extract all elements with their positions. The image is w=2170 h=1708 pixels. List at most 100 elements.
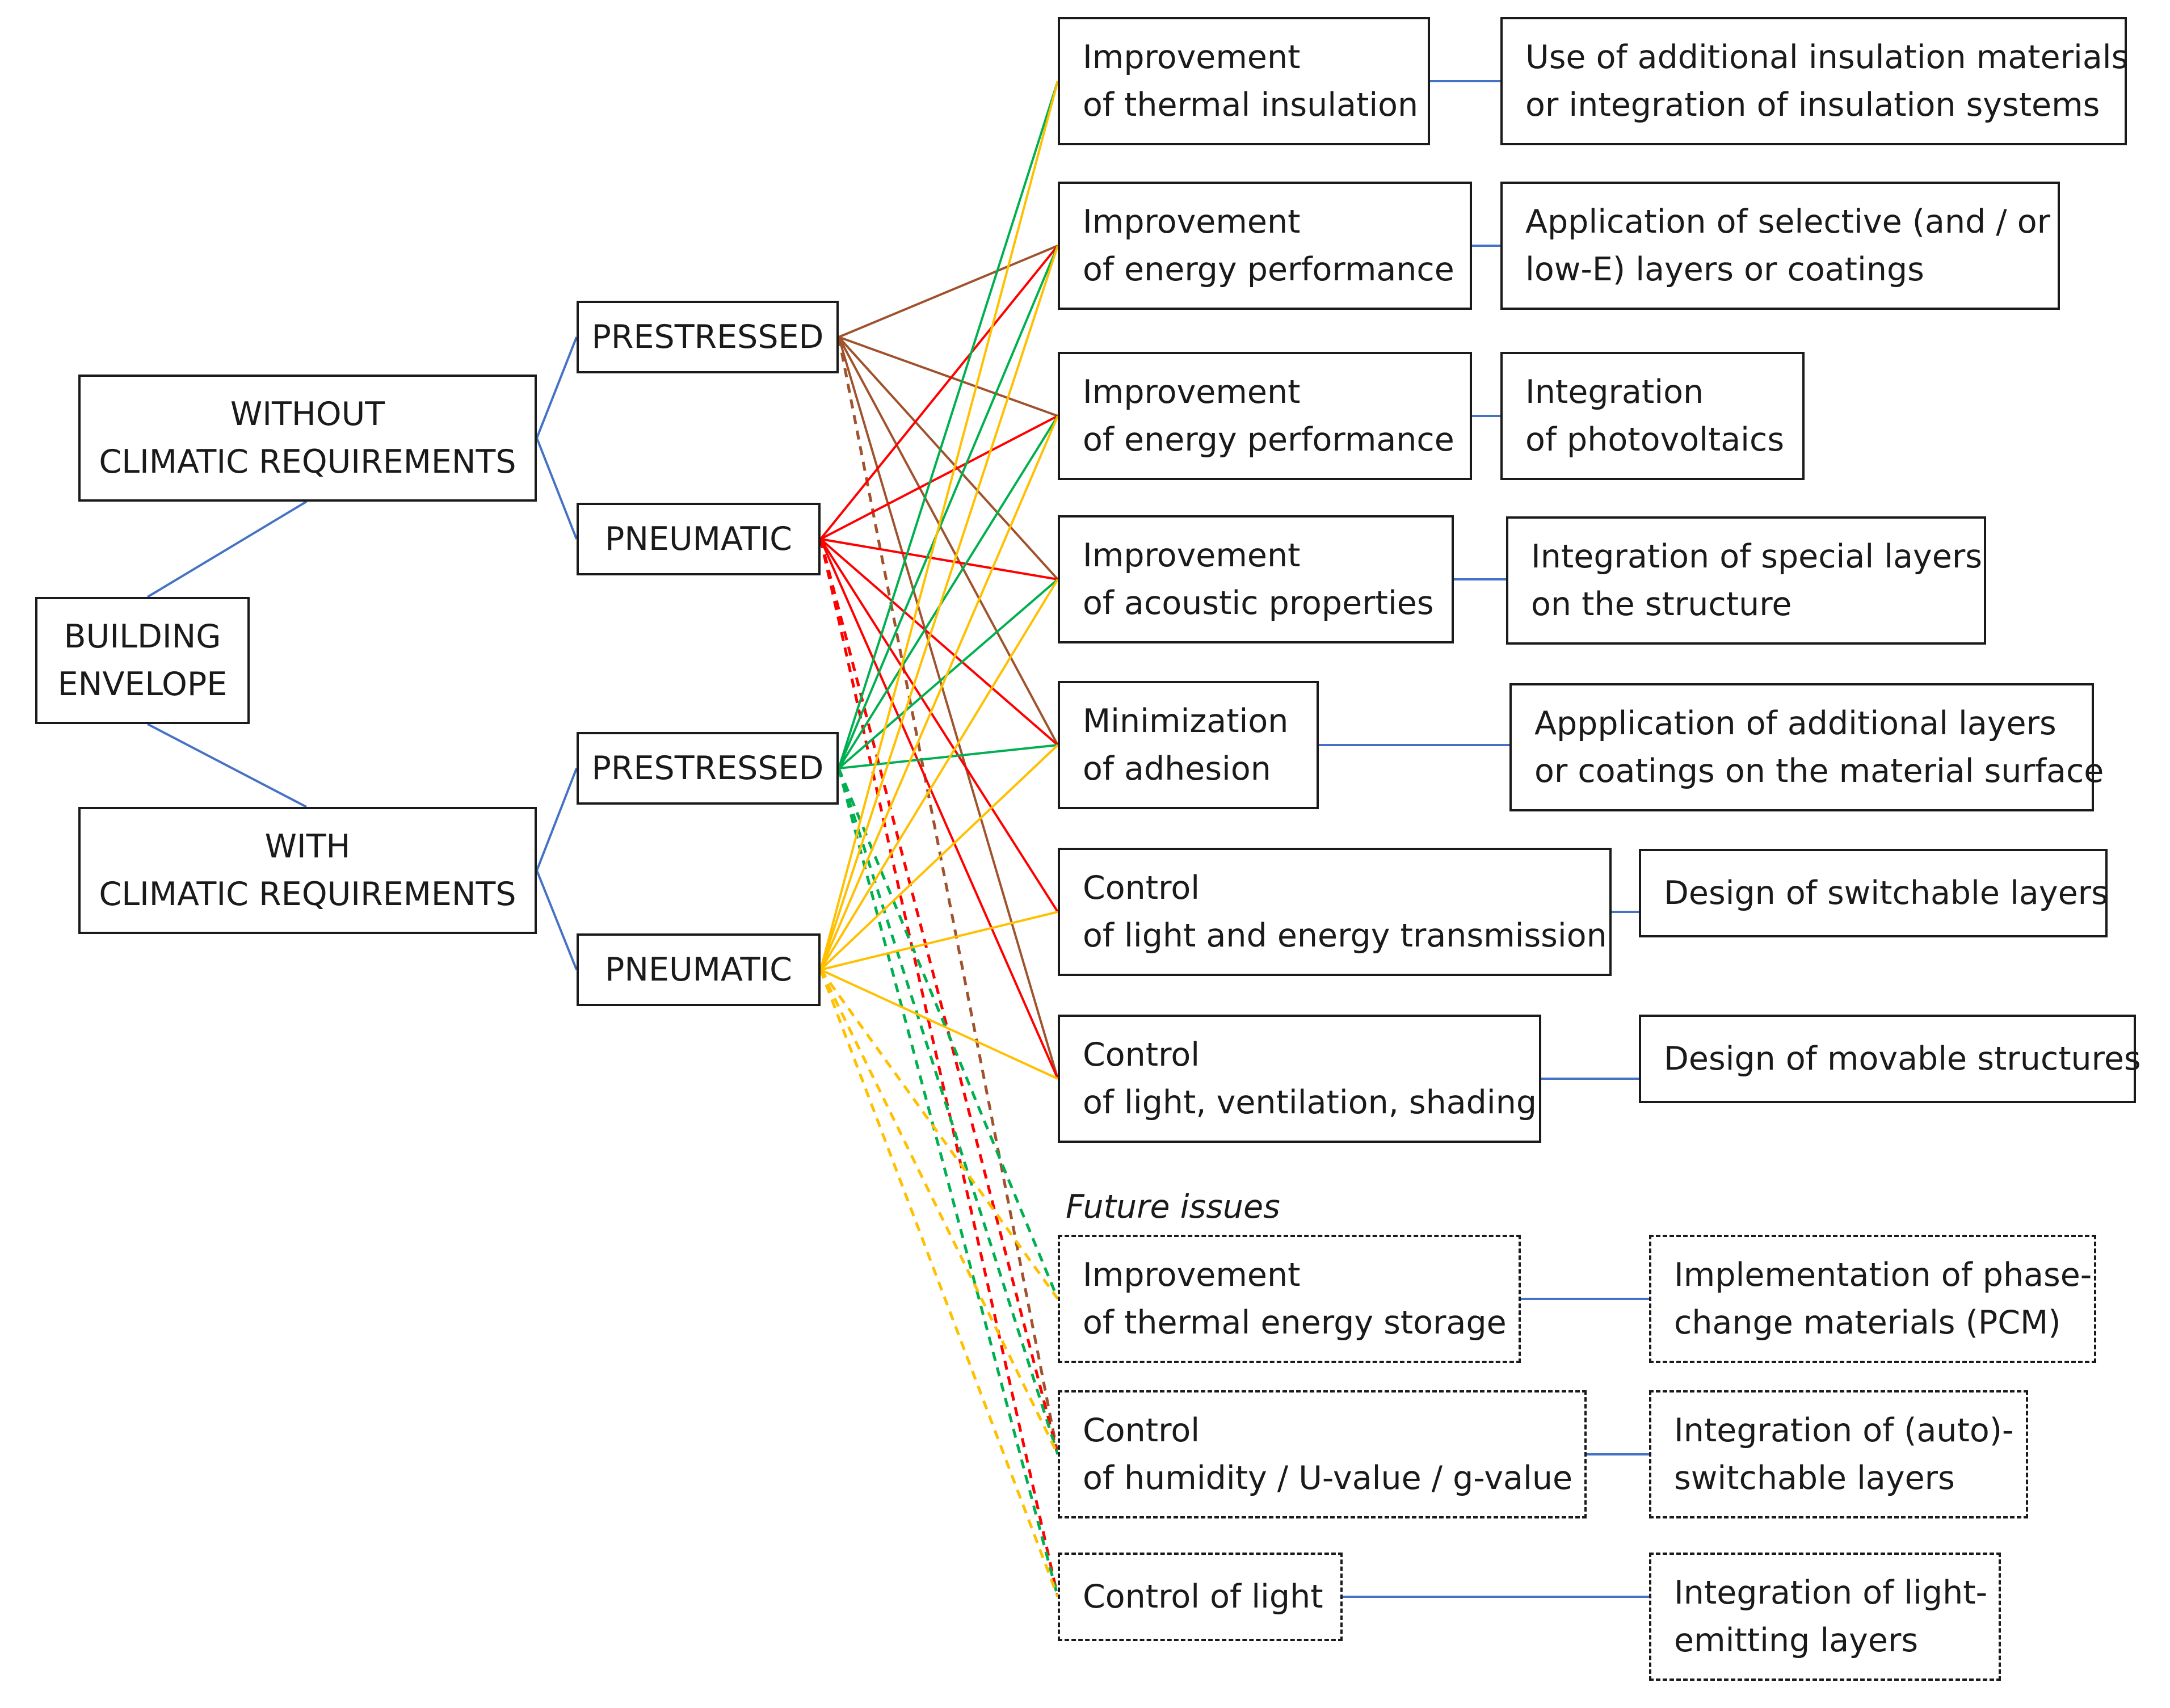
relation-line: [819, 245, 1059, 970]
relation-line: [838, 744, 1058, 769]
solution-line1: Application of selective (and / or: [1525, 203, 2050, 241]
goal-line1: Minimization: [1083, 702, 1289, 740]
relation-line: [819, 245, 1059, 540]
with-pneumatic-box: PNEUMATIC: [577, 933, 821, 1006]
solution-photovoltaics: Integration of photovoltaics: [1500, 352, 1805, 480]
without-climatic-requirements-box: WITHOUT CLIMATIC REQUIREMENTS: [78, 375, 537, 502]
future-relation-line: [837, 768, 1059, 1455]
solution-line2: emitting layers: [1674, 1622, 1919, 1659]
solution-line1: Appplication of additional layers: [1534, 705, 2057, 742]
category-line1: WITH: [264, 828, 351, 865]
relation-line: [819, 81, 1059, 970]
future-solution-auto-switchable: Integration of (auto)- switchable layers: [1649, 1390, 2028, 1518]
solution-line2: low-E) layers or coatings: [1525, 251, 1924, 288]
goal-line2: of acoustic properties: [1083, 584, 1434, 622]
goal-line2: of light and energy transmission: [1083, 917, 1607, 954]
future-goal-humidity-u-g-value: Control of humidity / U-value / g-value: [1058, 1390, 1587, 1518]
solution-switchable-layers: Design of switchable layers: [1639, 849, 2108, 937]
solution-line2: switchable layers: [1674, 1459, 1955, 1497]
solution-line1: Design of movable structures: [1664, 1040, 2141, 1078]
structure-label: PRESTRESSED: [591, 318, 824, 356]
solution-special-layers: Integration of special layers on the str…: [1506, 516, 1986, 645]
relation-line: [838, 245, 1059, 769]
without-pneumatic-box: PNEUMATIC: [577, 503, 821, 575]
relation-line: [819, 744, 1059, 971]
future-relation-line: [837, 768, 1059, 1299]
goal-line1: Improvement: [1083, 373, 1301, 411]
relation-line: [838, 81, 1059, 769]
solution-line2: or integration of insulation systems: [1525, 86, 2100, 124]
without-prestressed-box: PRESTRESSED: [577, 301, 839, 373]
future-relation-line: [819, 969, 1059, 1597]
goal-line1: Improvement: [1083, 1256, 1301, 1294]
with-climatic-requirements-box: WITH CLIMATIC REQUIREMENTS: [78, 807, 537, 934]
solution-line1: Integration of special layers: [1531, 538, 1982, 575]
goal-acoustic-properties: Improvement of acoustic properties: [1058, 515, 1454, 643]
with-prestressed-box: PRESTRESSED: [577, 732, 839, 805]
goal-line2: of light, ventilation, shading: [1083, 1084, 1537, 1121]
future-relation-line: [819, 539, 1059, 1597]
solution-line2: on the structure: [1531, 586, 1792, 623]
solution-line1: Design of switchable layers: [1664, 874, 2108, 912]
relation-line: [819, 415, 1059, 970]
category-line1: WITHOUT: [230, 396, 385, 433]
structure-label: PNEUMATIC: [605, 520, 792, 558]
category-line2: CLIMATIC REQUIREMENTS: [99, 876, 516, 913]
solution-line1: Integration: [1525, 373, 1704, 411]
future-issues-label: Future issues: [1066, 1188, 1280, 1226]
solution-line1: Use of additional insulation materials: [1525, 39, 2129, 76]
solution-line2: change materials (PCM): [1674, 1304, 2061, 1341]
goal-line2: of energy performance: [1083, 421, 1454, 458]
goal-line1: Control: [1083, 869, 1200, 907]
goal-line2: of thermal energy storage: [1083, 1304, 1507, 1341]
solution-line1: Integration of (auto)-: [1674, 1412, 2014, 1449]
goal-minimization-of-adhesion: Minimization of adhesion: [1058, 681, 1319, 809]
solution-selective-layers: Application of selective (and / or low-E…: [1500, 182, 2060, 310]
goal-line1: Improvement: [1083, 39, 1301, 76]
goal-line1: Control of light: [1083, 1578, 1323, 1616]
goal-line2: of adhesion: [1083, 750, 1271, 788]
solution-line1: Implementation of phase-: [1674, 1256, 2092, 1294]
tree-connector-line: [536, 437, 578, 540]
relation-line: [838, 415, 1059, 769]
goal-light-ventilation-shading: Control of light, ventilation, shading: [1058, 1015, 1541, 1143]
category-line2: CLIMATIC REQUIREMENTS: [99, 443, 516, 481]
goal-line1: Improvement: [1083, 203, 1301, 241]
solution-movable-structures: Design of movable structures: [1639, 1015, 2141, 1103]
building-envelope-line1: BUILDING: [64, 618, 221, 655]
building-envelope-line2: ENVELOPE: [57, 666, 228, 703]
goal-line1: Control: [1083, 1036, 1200, 1074]
solution-surface-coatings: Appplication of additional layers or coa…: [1509, 683, 2104, 811]
relation-line: [820, 415, 1058, 540]
goal-line2: of thermal insulation: [1083, 86, 1419, 124]
tree-connector-line: [536, 870, 578, 970]
relation-line: [838, 336, 1059, 1079]
solution-line2: of photovoltaics: [1525, 421, 1785, 458]
tree-connector-line: [536, 336, 578, 439]
structure-label: PRESTRESSED: [591, 750, 824, 787]
relation-line: [819, 578, 1059, 971]
future-relation-line: [819, 969, 1059, 1455]
goal-line2: of humidity / U-value / g-value: [1083, 1459, 1573, 1497]
tree-connector-line: [147, 723, 307, 808]
goal-energy-performance-1: Improvement of energy performance: [1058, 182, 1472, 310]
goal-light-energy-transmission: Control of light and energy transmission: [1058, 848, 1612, 976]
relation-line: [820, 538, 1058, 580]
relation-line: [838, 245, 1058, 338]
goal-line2: of energy performance: [1083, 251, 1454, 288]
relation-line: [838, 336, 1059, 580]
goal-line1: Improvement: [1083, 537, 1301, 574]
relation-line: [838, 336, 1058, 417]
tree-connector-line: [146, 500, 308, 598]
structure-label: PNEUMATIC: [605, 951, 792, 988]
relation-line: [819, 538, 1059, 913]
relation-line: [820, 969, 1058, 1080]
future-goal-thermal-energy-storage: Improvement of thermal energy storage: [1058, 1235, 1521, 1363]
future-solution-light-emitting: Integration of light- emitting layers: [1649, 1553, 2001, 1681]
relation-line: [819, 539, 1059, 1079]
future-solution-pcm: Implementation of phase- change material…: [1649, 1235, 2096, 1363]
building-envelope-box: BUILDING ENVELOPE: [35, 597, 250, 724]
tree-connector-line: [536, 768, 578, 871]
relation-line: [838, 336, 1059, 746]
